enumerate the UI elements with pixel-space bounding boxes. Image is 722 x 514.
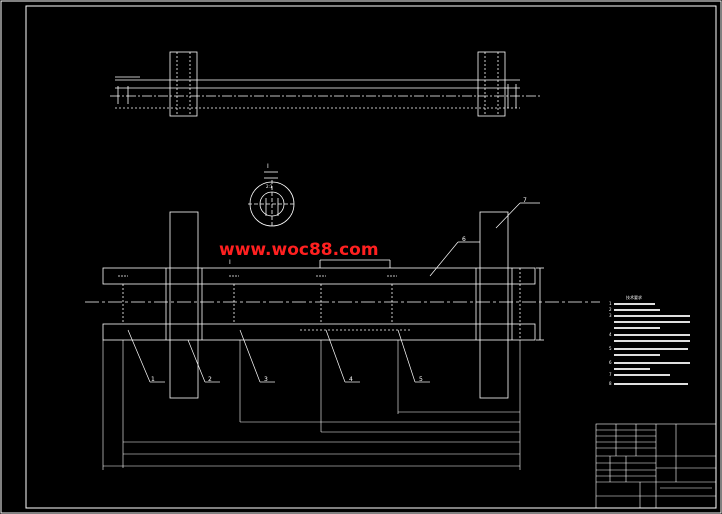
note-1: 1	[609, 301, 612, 306]
detail-label: I	[267, 163, 269, 170]
front-view	[85, 211, 600, 399]
part-number-3: 3	[264, 376, 268, 383]
note-8: 8	[609, 381, 612, 386]
part-number-6: 6	[462, 236, 466, 243]
note-5: 5	[609, 346, 612, 351]
watermark-text: www.woc88.com	[219, 240, 379, 260]
notes-text-lines	[614, 303, 690, 385]
top-view	[110, 51, 540, 117]
part-number-4: 4	[349, 376, 353, 383]
note-6: 6	[609, 360, 612, 365]
part-number-2: 2	[208, 376, 212, 383]
title-block	[595, 423, 717, 509]
part-number-1: 1	[151, 376, 155, 383]
detail-scale: 2:1	[266, 184, 273, 189]
section-mark: I	[229, 259, 231, 266]
note-7: 7	[609, 372, 612, 377]
part-number-7: 7	[523, 197, 527, 204]
leader-lines	[127, 202, 540, 383]
notes-title: 技术要求	[626, 294, 642, 300]
note-3: 3	[609, 313, 612, 318]
dimension-lines	[102, 340, 521, 470]
drawing-frame	[25, 5, 717, 509]
detail-view-i	[248, 171, 296, 228]
note-2: 2	[609, 307, 612, 312]
note-4: 4	[609, 332, 612, 337]
part-number-5: 5	[419, 376, 423, 383]
